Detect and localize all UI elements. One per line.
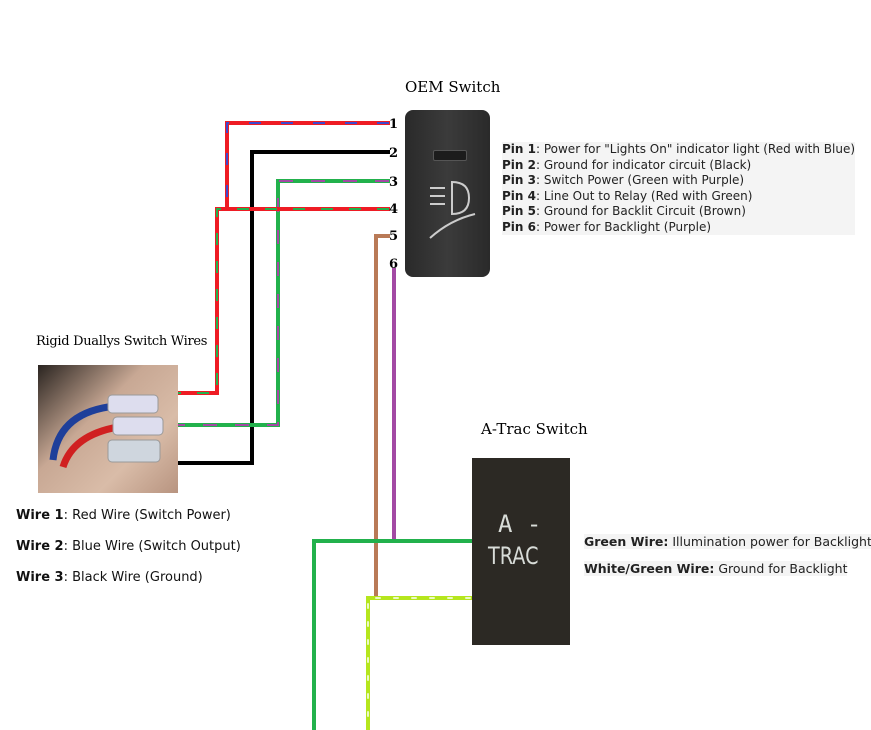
pin-desc: : Line Out to Relay (Red with Green) bbox=[535, 188, 753, 203]
pin-item: Pin 1: Power for "Lights On" indicator l… bbox=[502, 142, 856, 158]
pin-label: Pin 5 bbox=[502, 204, 536, 218]
wire-label: Wire 2 bbox=[16, 539, 64, 554]
pin-item: Pin 2: Ground for indicator circuit (Bla… bbox=[502, 157, 856, 173]
atrac-switch-image: A - TRAC bbox=[472, 458, 570, 645]
wire-pin4-green-stripe bbox=[147, 208, 389, 394]
pin-item: Pin 5: Ground for Backlit Circuit (Brown… bbox=[502, 204, 856, 220]
wire-atrac-white-stripe bbox=[367, 597, 471, 730]
wire-atrac-green bbox=[312, 539, 472, 730]
pin-label: Pin 3 bbox=[502, 173, 536, 187]
wire-pin4-red bbox=[146, 207, 390, 395]
pin-item: Pin 3: Switch Power (Green with Purple) bbox=[502, 173, 856, 189]
wire-desc: : Red Wire (Switch Power) bbox=[63, 508, 231, 523]
wire-atrac-lime bbox=[366, 596, 472, 730]
pin-desc: : Power for Backlight (Purple) bbox=[535, 219, 712, 234]
pin-descriptions: Pin 1: Power for "Lights On" indicator l… bbox=[502, 142, 856, 235]
oem-switch-image bbox=[405, 110, 490, 277]
wire-label: Wire 1 bbox=[16, 508, 64, 523]
wire-pin3-green bbox=[158, 179, 390, 427]
pin-number-6: 6 bbox=[389, 257, 399, 272]
oem-switch-title: OEM Switch bbox=[405, 78, 501, 96]
atrac-note: Green Wire: Illumination power for Backl… bbox=[584, 534, 871, 549]
pin-item: Pin 6: Power for Backlight (Purple) bbox=[502, 219, 856, 235]
pin-label: Pin 4 bbox=[502, 188, 536, 203]
wire-pin2-black bbox=[161, 150, 390, 465]
headlight-icon bbox=[429, 180, 476, 239]
wire-desc: : Blue Wire (Switch Output) bbox=[63, 539, 241, 554]
pin-desc: : Ground for indicator circuit (Black) bbox=[535, 157, 752, 172]
wire-pin1-blue-stripe bbox=[226, 122, 389, 210]
pin-desc: : Ground for Backlit Circuit (Brown) bbox=[535, 204, 746, 218]
pin-number-4: 4 bbox=[389, 202, 399, 217]
pin-item: Pin 4: Line Out to Relay (Red with Green… bbox=[502, 188, 856, 204]
pin-label: Pin 2 bbox=[502, 157, 536, 172]
indicator-light-icon bbox=[433, 150, 467, 161]
rigid-wires-photo bbox=[38, 365, 178, 493]
atrac-title: A-Trac Switch bbox=[481, 420, 588, 438]
pin-label: Pin 6 bbox=[502, 219, 536, 234]
wire-item: Wire 3: Black Wire (Ground) bbox=[16, 570, 203, 585]
atrac-note-desc: Illumination power for Backlight bbox=[668, 534, 871, 549]
wire-pin3-purple-stripe bbox=[159, 180, 389, 426]
wire-desc: : Black Wire (Ground) bbox=[63, 570, 203, 585]
pin-number-2: 2 bbox=[389, 146, 399, 161]
pin-number-3: 3 bbox=[389, 175, 399, 190]
atrac-face-line1: A - bbox=[498, 510, 542, 538]
connector-wires-icon bbox=[49, 394, 164, 469]
atrac-note-label: Green Wire: bbox=[584, 534, 669, 549]
atrac-note-desc: Ground for Backlight bbox=[714, 561, 848, 576]
pin-number-1: 1 bbox=[389, 117, 399, 132]
pin-desc: : Switch Power (Green with Purple) bbox=[535, 173, 745, 187]
atrac-note-label: White/Green Wire: bbox=[584, 561, 715, 576]
wire-label: Wire 3 bbox=[16, 570, 64, 585]
pin-number-5: 5 bbox=[389, 229, 399, 244]
pin-label: Pin 1 bbox=[502, 142, 536, 156]
atrac-face-line2: TRAC bbox=[488, 542, 539, 570]
rigid-title: Rigid Duallys Switch Wires bbox=[36, 334, 208, 349]
atrac-note: White/Green Wire: Ground for Backlight bbox=[584, 561, 848, 576]
wire-item: Wire 2: Blue Wire (Switch Output) bbox=[16, 539, 241, 554]
wire-pin5-brown bbox=[374, 234, 390, 597]
pin-desc: : Power for "Lights On" indicator light … bbox=[535, 142, 856, 156]
wire-item: Wire 1: Red Wire (Switch Power) bbox=[16, 508, 231, 523]
